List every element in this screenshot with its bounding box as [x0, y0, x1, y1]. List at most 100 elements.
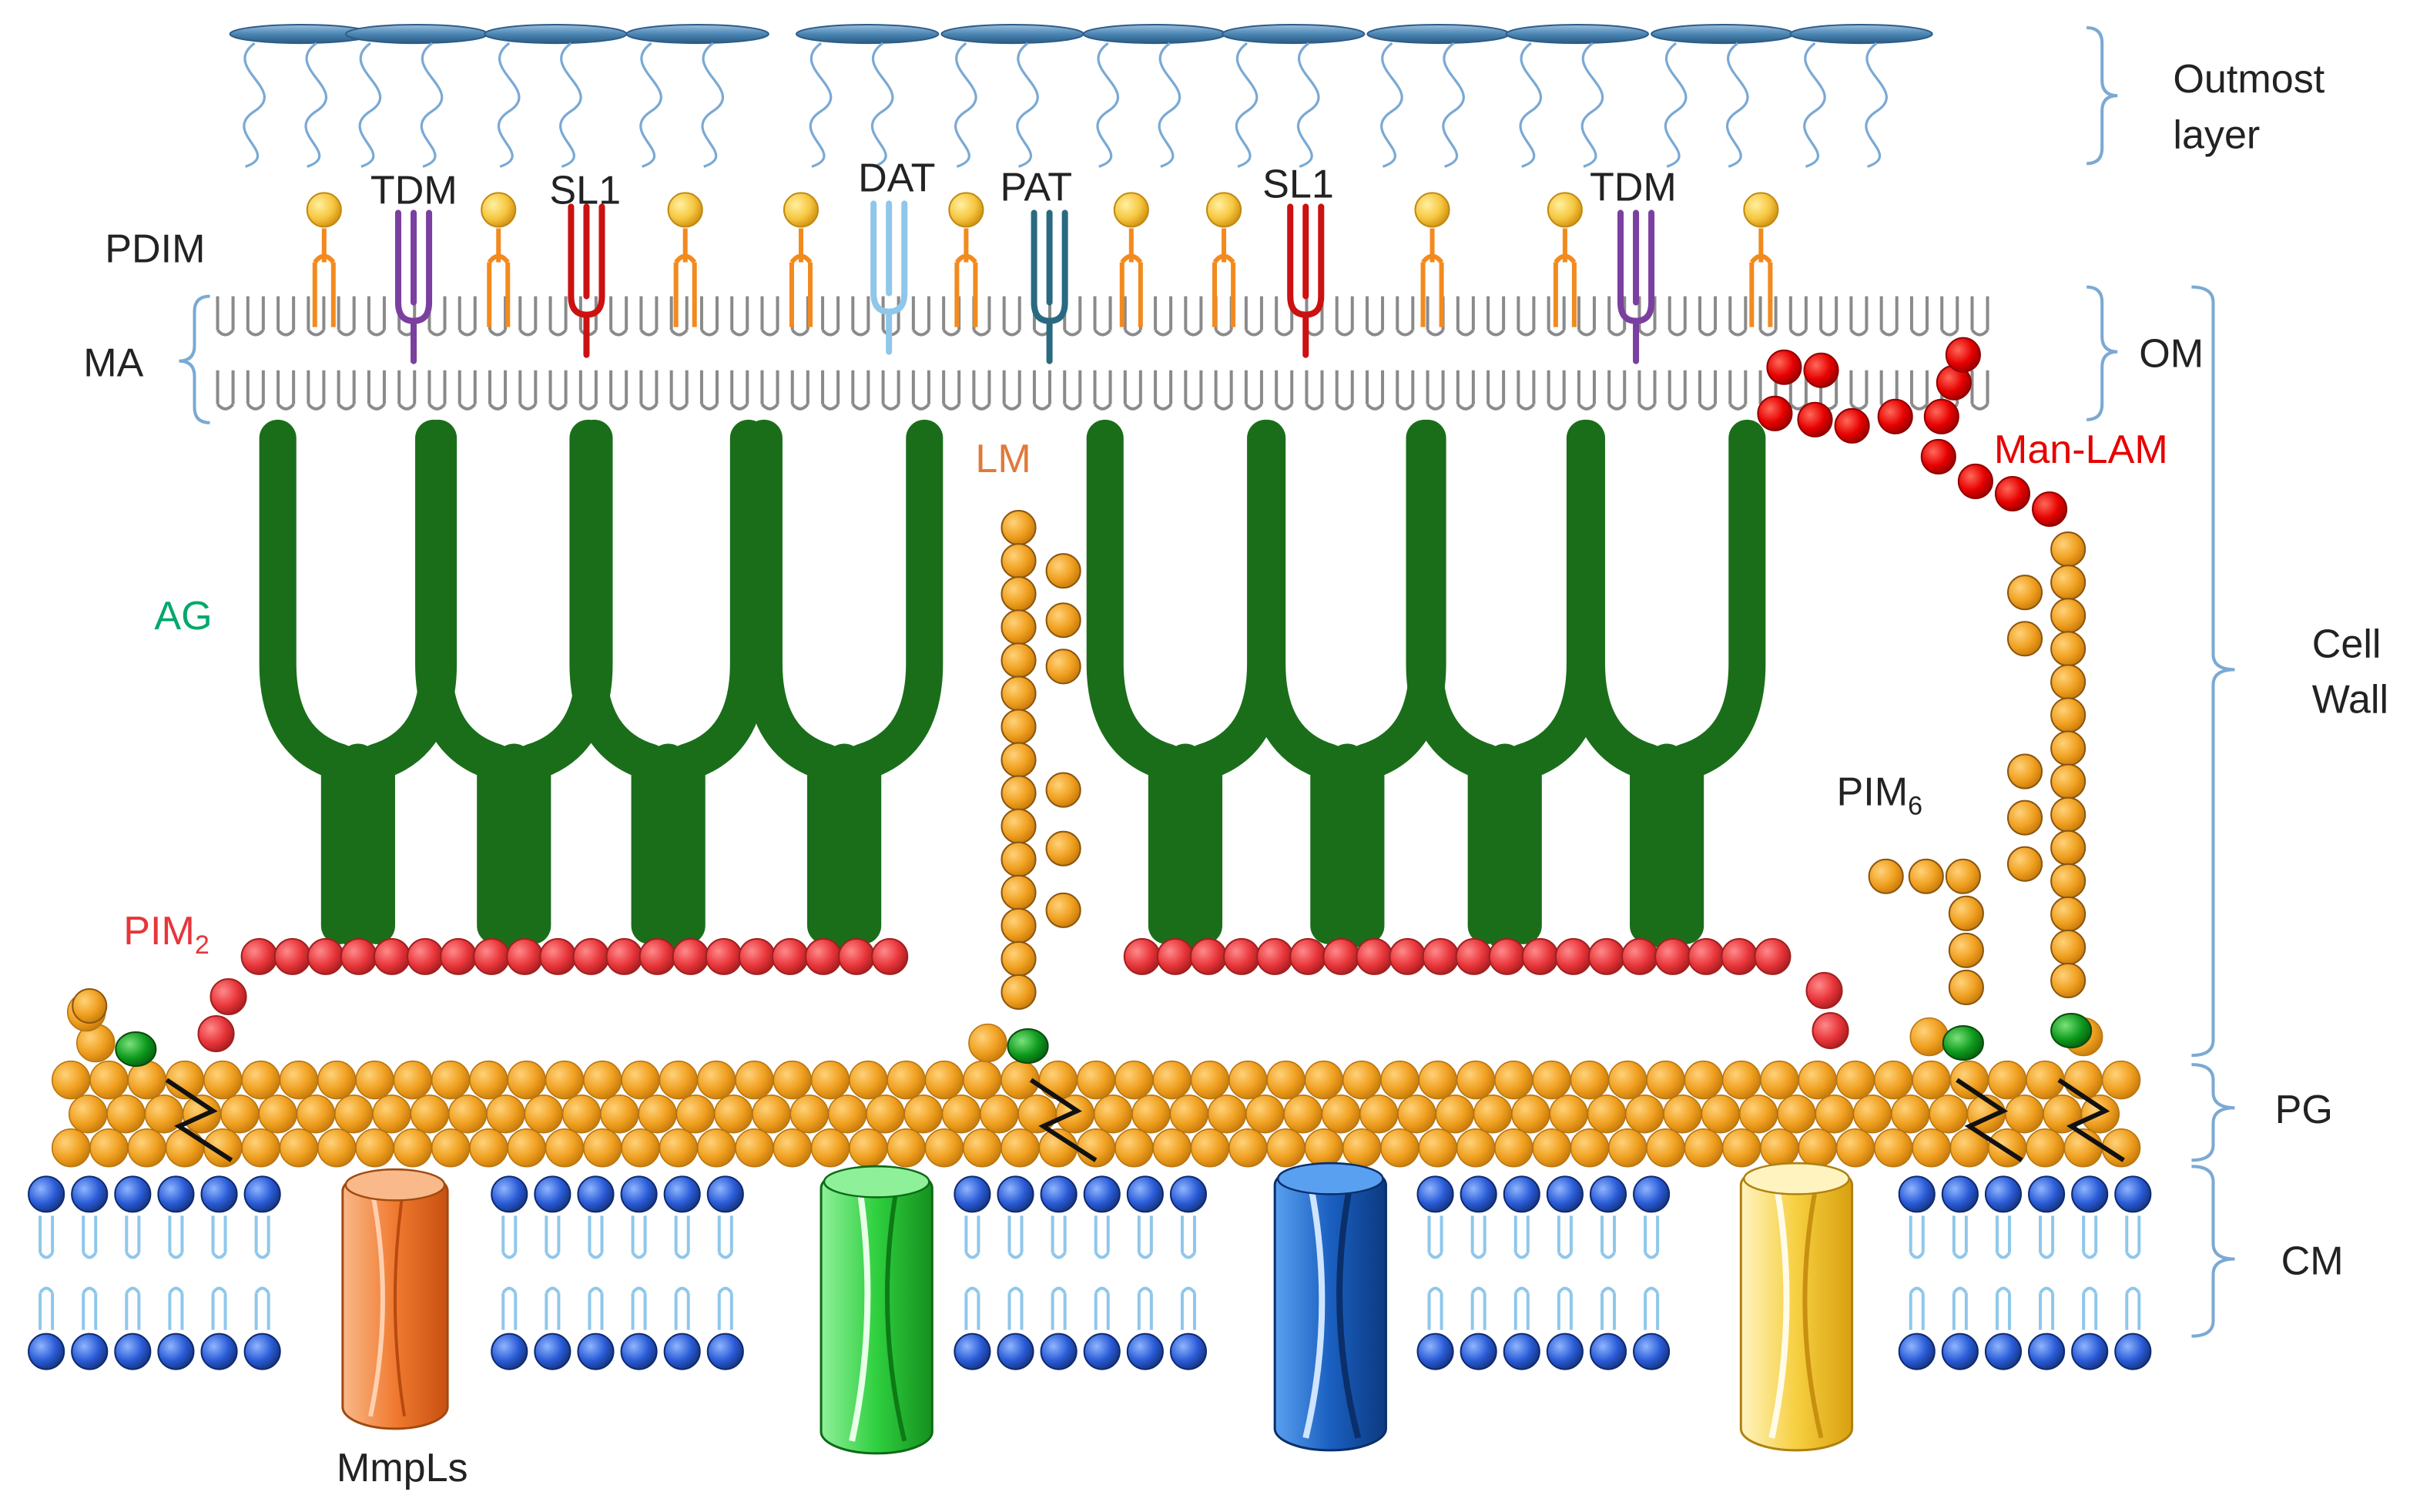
green-channel: [820, 1165, 933, 1455]
peptidoglycan-unit: [621, 1128, 660, 1168]
mycolic-acid-lipid: [1909, 370, 1929, 411]
mycolic-acid-lipid: [488, 370, 508, 411]
peptidoglycan-unit: [1684, 1060, 1724, 1100]
capsule-chain: [1016, 42, 1039, 168]
peptidoglycan-unit: [507, 1060, 546, 1100]
crosslink-bond: [1029, 1078, 1098, 1162]
peptidoglycan-unit: [1245, 1094, 1285, 1134]
capsule-disc: [1651, 24, 1795, 45]
pim2-unit: [1721, 937, 1758, 975]
mycolic-acid-lipid: [1093, 296, 1112, 337]
capsule-chain: [420, 42, 444, 168]
peptidoglycan-unit: [545, 1060, 585, 1100]
phospholipid-tail: [964, 1215, 980, 1259]
phospholipid-head: [534, 1175, 571, 1213]
phospholipid-tail: [1051, 1286, 1067, 1330]
crosslink-bond: [165, 1078, 233, 1162]
phospholipid-tail: [2125, 1286, 2141, 1330]
peptidoglycan-unit: [1912, 1060, 1951, 1100]
phospholipid-head: [2028, 1333, 2066, 1370]
label-sl1-left: SL1: [549, 168, 621, 213]
pim2-unit: [1356, 937, 1393, 975]
glycolipid-chains: [72, 337, 2086, 1053]
bracket-om: [2086, 285, 2118, 421]
pim2-unit: [373, 937, 411, 975]
mycolic-acid-lipid: [1365, 370, 1385, 411]
mycolic-acid-lipid: [1184, 296, 1203, 337]
mycolic-acid-lipid: [1244, 370, 1263, 411]
mycolic-acid-lipid: [730, 296, 749, 337]
capsule-disc: [1082, 24, 1227, 45]
linker-unit: [2050, 1013, 2093, 1049]
label-tdm-left: TDM: [370, 168, 458, 213]
lam-unit: [2050, 664, 2086, 700]
lam-unit: [2006, 753, 2043, 790]
phospholipid-head: [1040, 1175, 1078, 1213]
bracket-cell-wall: [2191, 285, 2235, 1058]
phospholipid-head: [663, 1175, 701, 1213]
pdim-head: [1205, 192, 1242, 228]
phospholipid-tail: [1600, 1286, 1617, 1330]
mycolic-acid-lipid: [972, 370, 991, 411]
peptidoglycan-unit: [1532, 1128, 1571, 1168]
phospholipid-head: [1126, 1175, 1164, 1213]
capsule-disc: [940, 24, 1084, 45]
phospholipid-head: [243, 1333, 281, 1370]
mycolic-acid-lipid: [1698, 370, 1718, 411]
peptidoglycan-unit: [1760, 1060, 1799, 1100]
pim2-unit: [572, 937, 610, 975]
mycolic-acid-lipid: [1002, 370, 1021, 411]
peptidoglycan-unit: [1909, 1017, 1949, 1057]
linker-unit: [115, 1031, 157, 1068]
mycolic-acid-lipid: [1456, 296, 1475, 337]
peptidoglycan-unit: [924, 1060, 964, 1100]
lm-unit: [1001, 642, 1037, 679]
peptidoglycan-unit: [849, 1128, 888, 1168]
peptidoglycan-unit: [1570, 1128, 1610, 1168]
mycolic-acid-lipid: [1849, 296, 1869, 337]
peptidoglycan-unit: [1949, 1060, 1989, 1100]
label-ma: MA: [83, 341, 143, 386]
phospholipid-head: [1126, 1333, 1164, 1370]
lm-unit: [1001, 808, 1037, 844]
mycolic-acid-lipid: [1456, 370, 1475, 411]
peptidoglycan-unit: [1798, 1060, 1837, 1100]
capsule-chain: [1865, 42, 1888, 168]
phospholipid-tail: [1644, 1286, 1660, 1330]
man-lam-cap: [1877, 398, 1913, 434]
peptidoglycan-unit: [1114, 1128, 1154, 1168]
pim2-unit: [771, 937, 809, 975]
capsule-chain: [701, 42, 725, 168]
peptidoglycan-unit: [810, 1128, 850, 1168]
peptidoglycan-unit: [980, 1094, 1019, 1134]
peptidoglycan-unit: [1076, 1060, 1116, 1100]
phospholipid-head: [620, 1175, 658, 1213]
label-cell-wall-line1: Cell: [2312, 622, 2381, 666]
phospholipid-tail: [1137, 1215, 1153, 1259]
peptidoglycan-unit: [279, 1128, 319, 1168]
capsule-chain: [870, 42, 894, 168]
pdim-head: [1414, 192, 1450, 228]
label-pg: PG: [2275, 1088, 2333, 1132]
peptidoglycan-unit: [469, 1060, 508, 1100]
pim2-unit: [1322, 937, 1360, 975]
peptidoglycan-unit: [1190, 1060, 1230, 1100]
mycolic-acid-lipid: [307, 370, 326, 411]
pdim-lipid: [1420, 228, 1444, 327]
peptidoglycan-unit: [1494, 1060, 1533, 1100]
peptidoglycan-unit: [165, 1128, 205, 1168]
lam-unit: [2050, 796, 2086, 833]
man-lam-cap: [1957, 463, 1993, 499]
mycolic-acid-lipid: [1970, 296, 1989, 337]
capsule-chain: [243, 42, 266, 168]
pim2-unit: [1754, 937, 1792, 975]
linker-unit: [1942, 1025, 1984, 1061]
phospholipid-tail: [717, 1215, 733, 1259]
peptidoglycan-unit: [355, 1060, 394, 1100]
phospholipid-head: [1941, 1333, 1979, 1370]
mycolic-acid-lipid: [337, 370, 356, 411]
phospholipid-tail: [211, 1215, 227, 1259]
mycolic-acid-lipid: [1335, 370, 1354, 411]
mycolic-acid-lipid: [1365, 296, 1385, 337]
mycolic-acid-lipid: [1123, 370, 1142, 411]
